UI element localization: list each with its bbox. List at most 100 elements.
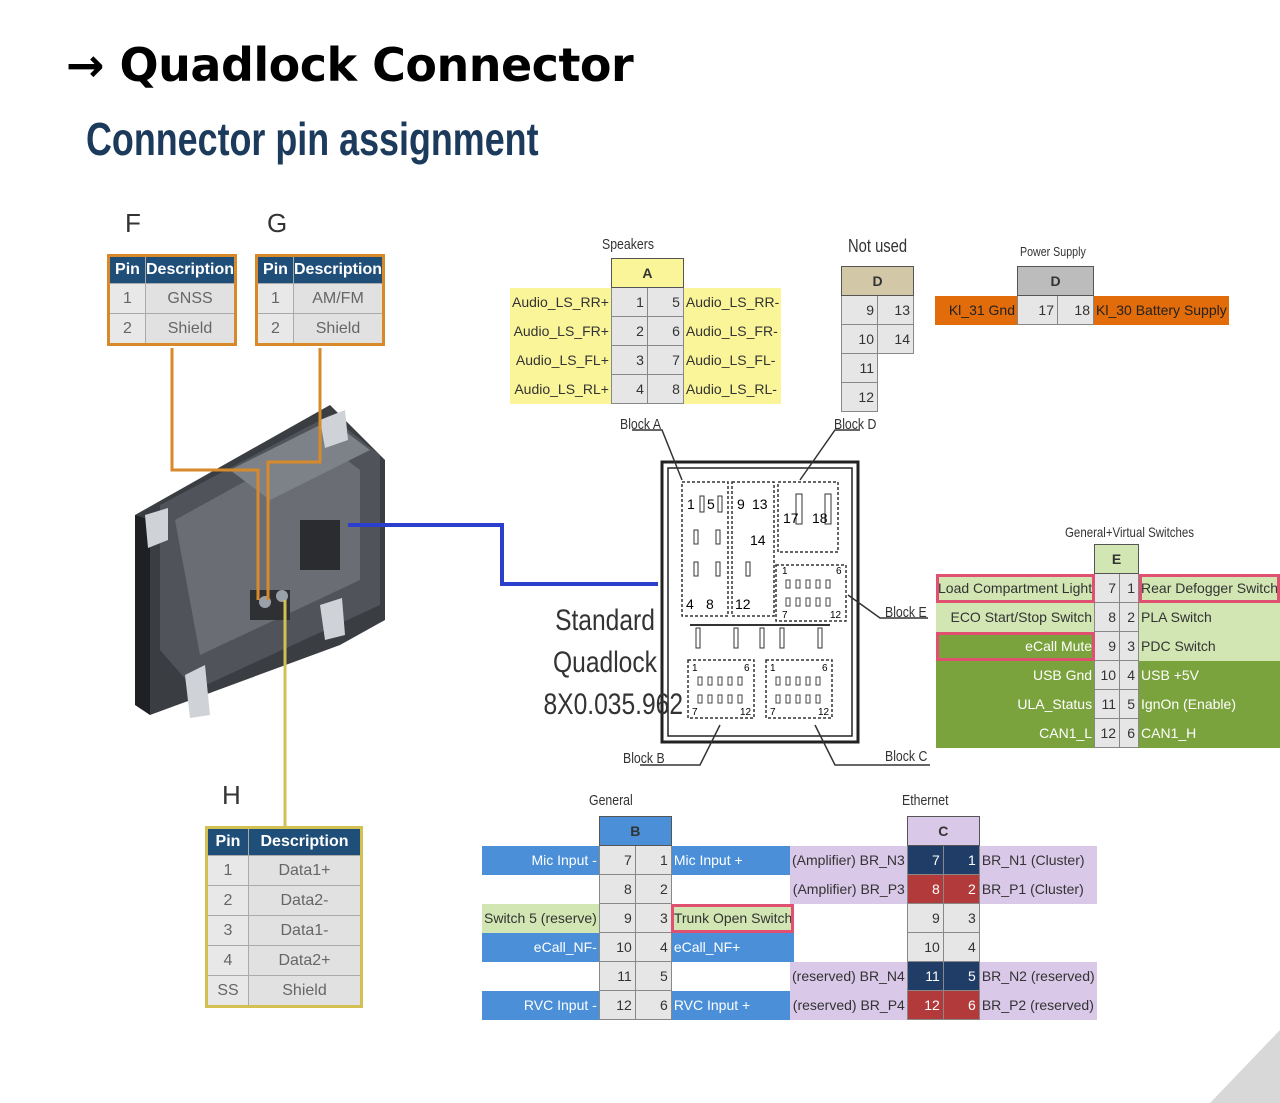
pin-signal-left: ECO Start/Stop Switch (936, 602, 1095, 632)
pin-number-label: 7 (770, 707, 776, 718)
pin-number: 9 (906, 903, 944, 933)
pin-number: 3 (942, 903, 980, 933)
pin-number: 4 (1119, 660, 1140, 690)
block-header: C (906, 816, 980, 846)
pin-number: 1 (942, 845, 980, 875)
header-description: Description (144, 255, 237, 284)
block-label-a: Block A (620, 416, 662, 433)
pin-number: 1 (634, 845, 672, 875)
pin-number: 3 (610, 345, 648, 375)
pin-number: 5 (942, 961, 980, 991)
pin-number: 10 (906, 932, 944, 962)
pin-signal-left (482, 962, 599, 991)
pin-number-label: 13 (752, 496, 768, 512)
pin-number-label: 18 (812, 510, 828, 526)
pin-number: 12 (841, 382, 878, 412)
pin-number: 8 (906, 874, 944, 904)
pin-number: 7 (1094, 573, 1121, 603)
pin-number: 4 (610, 374, 648, 404)
pin-signal-right (671, 962, 794, 991)
pin-signal-left: Mic Input - (482, 845, 600, 875)
pin-number: 8 (646, 374, 684, 404)
pin-signal-right: USB +5V (1138, 660, 1280, 690)
description-cell: Shield (248, 975, 362, 1007)
connection-line-f (170, 348, 260, 600)
pin-signal-right (671, 875, 794, 904)
pin-signal-right: Kl_30 Battery Supply (1093, 295, 1229, 325)
description-cell: Shield (292, 313, 385, 345)
pin-signal-right: PDC Switch (1138, 631, 1280, 661)
block-e-caption: General+Virtual Switches (1065, 524, 1195, 540)
pin-number: 6 (942, 990, 980, 1020)
connector-name-line2: Quadlock (553, 646, 657, 679)
pin-number (878, 354, 914, 383)
pin-signal-left: eCall Mute (936, 631, 1095, 661)
block-header: B (598, 816, 672, 846)
pin-signal-left: ULA_Status (936, 689, 1095, 719)
pin-number: 3 (1119, 631, 1140, 661)
header-description: Description (292, 255, 385, 284)
pin-cell: 2 (206, 885, 249, 916)
pin-cell: 2 (108, 313, 146, 345)
pin-number: 4 (634, 932, 672, 962)
pin-signal-right: Rear Defogger Switch (1138, 573, 1280, 603)
block-label-d: Block D (834, 416, 877, 433)
header-pin: Pin (108, 255, 146, 284)
pin-signal-left: eCall_NF- (482, 932, 600, 962)
group-label-h: H (222, 780, 241, 810)
block-header: E (1094, 544, 1140, 574)
group-label-g: G (267, 208, 288, 238)
pin-number: 5 (646, 287, 684, 317)
group-label-f: F (125, 208, 141, 238)
pin-cell: 2 (256, 313, 294, 345)
pin-cell: 1 (256, 283, 294, 314)
description-cell: Data2- (248, 885, 362, 916)
pin-number: 5 (634, 961, 672, 991)
pin-number: 9 (1094, 631, 1121, 661)
pin-number: 7 (646, 345, 684, 375)
pin-signal-right: BR_N1 (Cluster) (979, 845, 1097, 875)
pin-signal-left (482, 875, 599, 904)
pin-signal-right (979, 904, 1096, 933)
pin-signal-right: Audio_LS_FL- (683, 345, 782, 375)
pin-number-label: 4 (686, 596, 694, 612)
description-cell: AM/FM (292, 283, 385, 314)
pin-number: 12 (906, 990, 944, 1020)
pin-number-label: 1 (770, 663, 776, 674)
page-subtitle: Connector pin assignment (86, 113, 539, 165)
pin-signal-left: (reserved) BR_N4 (790, 961, 908, 991)
pin-number: 7 (598, 845, 636, 875)
pin-number: 2 (634, 874, 672, 904)
pin-number-label: 1 (782, 566, 788, 577)
block-b-caption: General (589, 792, 633, 809)
pin-number: 11 (598, 961, 636, 991)
pin-number: 9 (598, 903, 636, 933)
description-cell: Data1- (248, 915, 362, 946)
pin-number: 1 (610, 287, 648, 317)
pin-signal-left: Audio_LS_RL+ (510, 374, 612, 404)
pin-signal-left: Kl_31 Gnd (935, 295, 1018, 325)
pin-number-label: 12 (830, 610, 842, 621)
block-header: D (1017, 266, 1094, 296)
block-d-unused-caption: Not used (848, 236, 908, 256)
block-d-power-caption: Power Supply (1020, 244, 1086, 259)
pin-number: 6 (634, 990, 672, 1020)
pin-number-label: 1 (692, 663, 698, 674)
connector-name-line1: Standard (555, 604, 655, 637)
pin-number: 11 (1094, 689, 1121, 719)
pin-number: 3 (634, 903, 672, 933)
pin-signal-left: Audio_LS_FL+ (510, 345, 612, 375)
connection-line-quadlock (348, 523, 658, 586)
pin-number-label: 7 (782, 610, 788, 621)
connector-name: Standard Quadlock 8X0.035.962 (544, 600, 684, 726)
header-description: Description (248, 827, 362, 856)
pin-number-label: 5 (707, 496, 715, 512)
